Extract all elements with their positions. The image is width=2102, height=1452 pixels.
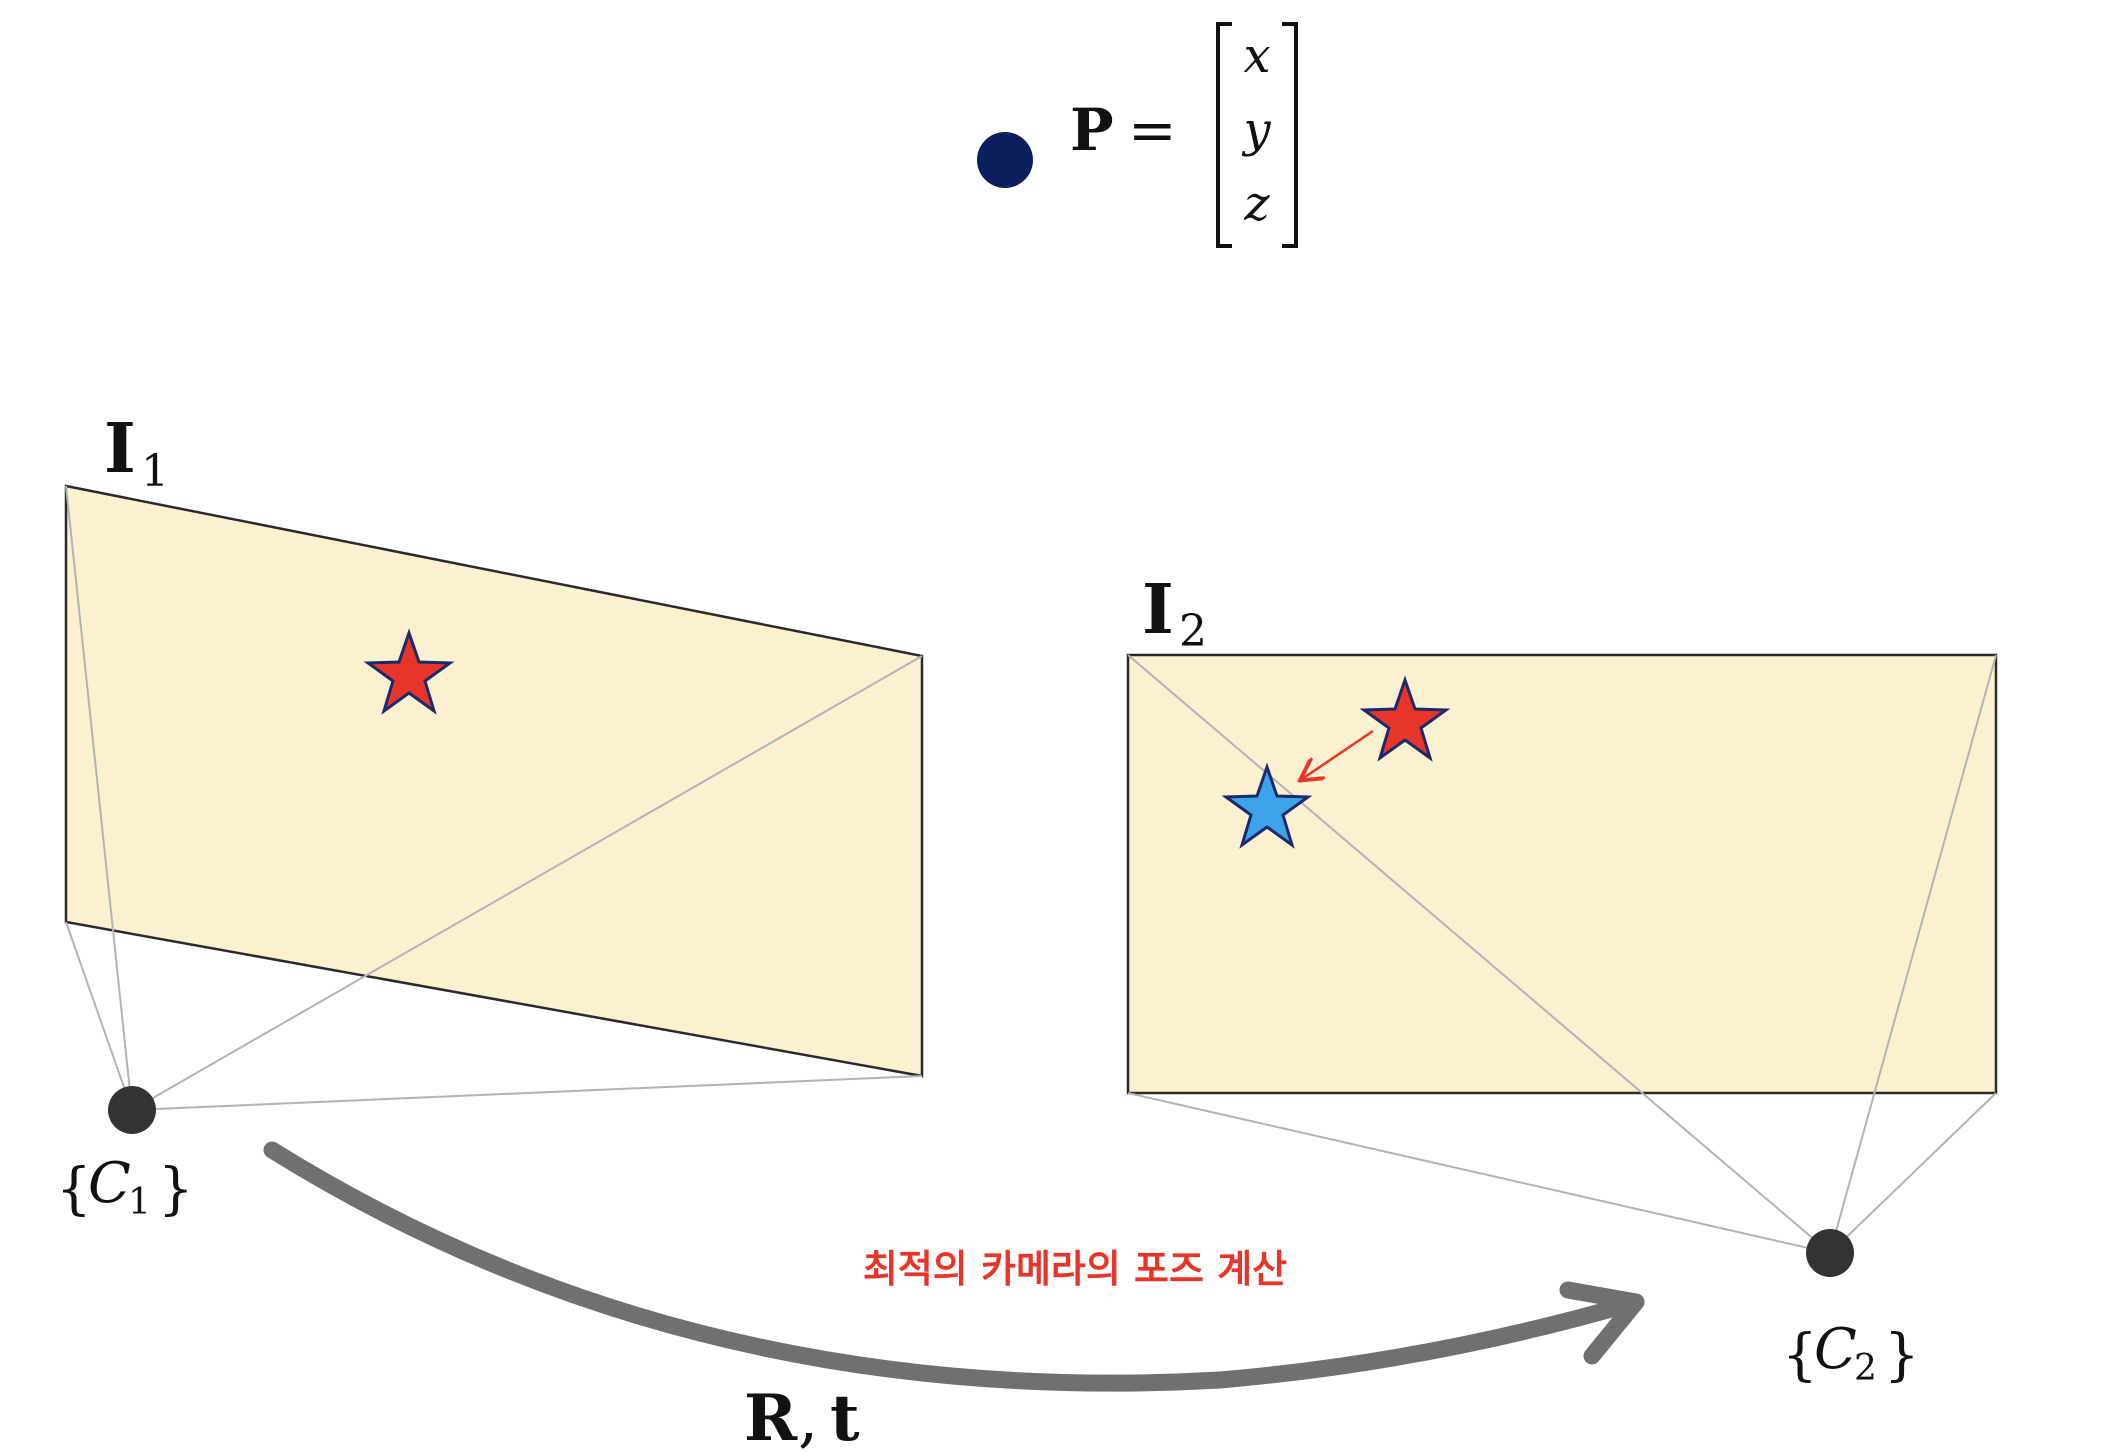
svg-text:}: } [1884,1323,1920,1388]
camera-1-center [108,1086,156,1134]
point-p-label: P [1070,96,1114,164]
svg-text:C: C [1814,1317,1857,1382]
transform-arrow-shaft [263,1141,1645,1392]
image-plane-2 [1126,653,1998,1254]
image-2-subscript: 2 [1179,606,1207,657]
camera-2-label: { C 2 } [1782,1317,1920,1389]
transform-arrow [263,1141,1645,1392]
camera-2-frustum [1127,654,1997,1254]
svg-text:{: { [56,1157,92,1222]
svg-text:}: } [158,1157,194,1222]
reprojection-error-arrow [1302,729,1374,779]
observed-star-1 [363,628,455,715]
svg-text:t: t [830,1381,860,1452]
image-1-label: I [104,409,136,489]
image-1-subscript: 1 [141,446,169,497]
svg-text:{: { [1782,1323,1818,1388]
projected-star [1221,762,1313,849]
svg-text:,: , [798,1382,818,1452]
vector-left-bracket [1216,22,1232,248]
camera-1-frustum [65,485,923,1111]
svg-text:R: R [744,1381,798,1452]
point-p-equals: = [1128,96,1177,164]
svg-text:C: C [88,1151,131,1216]
svg-text:2: 2 [1854,1348,1877,1389]
vector-right-bracket [1282,22,1298,248]
camera-2-center [1806,1229,1854,1277]
image-plane-2-fill [1126,653,1998,1095]
image-2-label: I [1142,570,1174,650]
camera-1-label: { C 1 } [56,1151,194,1223]
point-p-vector: x y z [1216,22,1298,248]
vector-z: z [1243,176,1270,232]
point-p-dot [977,132,1033,188]
image-plane-1-fill [64,484,924,1078]
vector-x: x [1243,28,1270,84]
transform-arrow-head [1559,1281,1645,1365]
observed-star-2 [1359,675,1451,762]
vector-y: y [1241,102,1271,158]
svg-text:1: 1 [128,1182,151,1223]
caption-text: 최적의 카메라의 포즈 계산 [863,1247,1287,1291]
image-plane-1 [64,484,924,1111]
transform-label: R , t [744,1381,860,1452]
